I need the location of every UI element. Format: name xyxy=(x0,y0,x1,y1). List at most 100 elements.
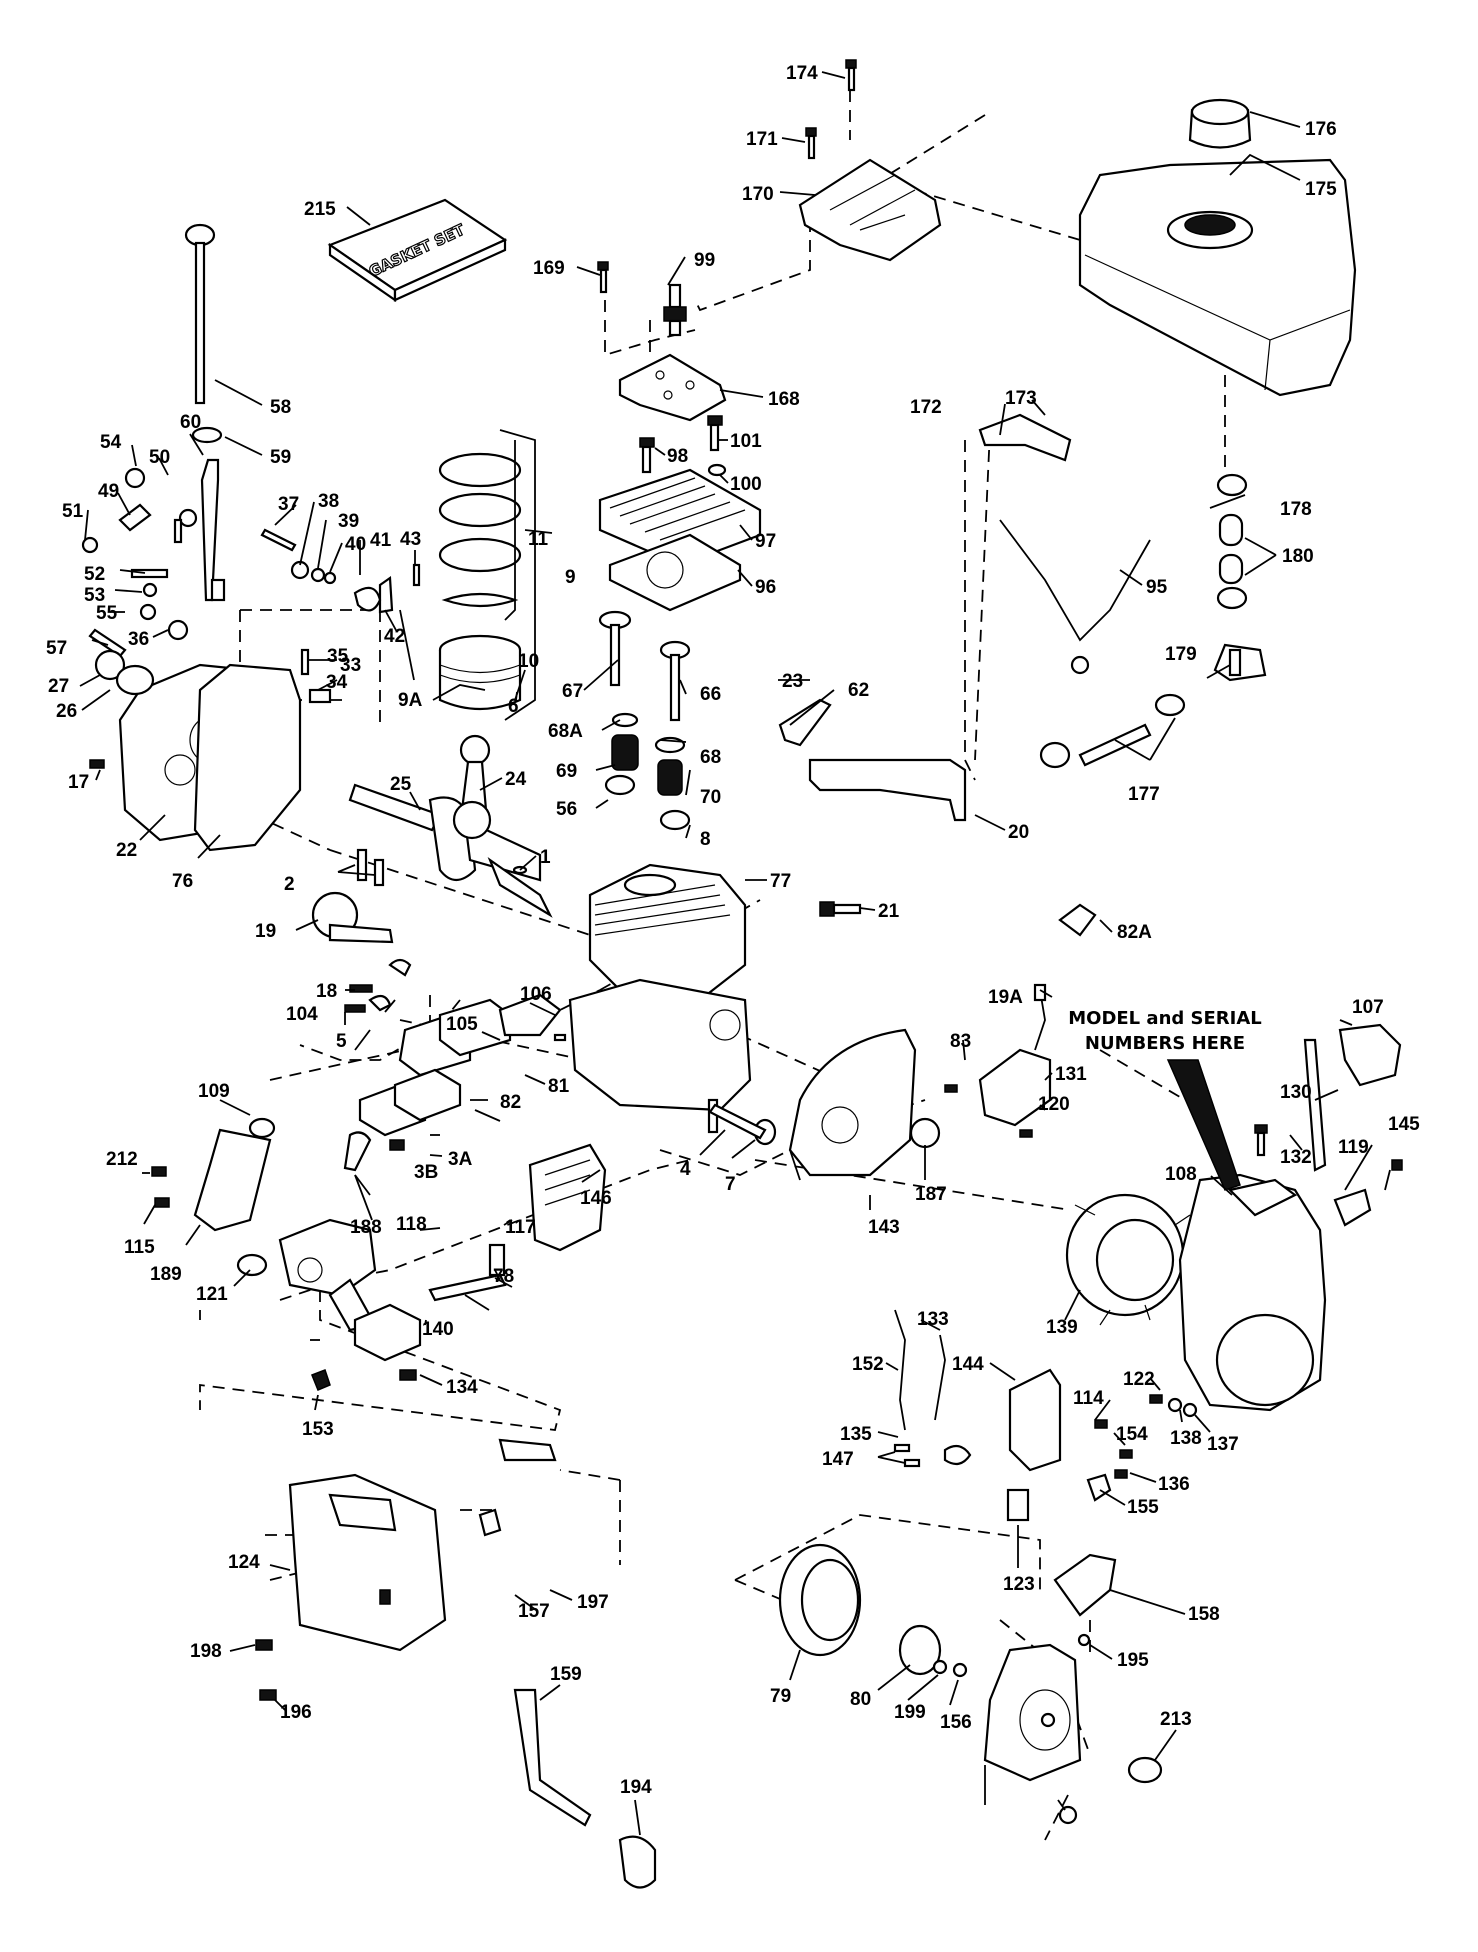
callout: 179 xyxy=(1165,644,1197,665)
flywheel-icon xyxy=(1065,1193,1196,1326)
callout: 26 xyxy=(56,701,77,722)
callout: 139 xyxy=(1046,1317,1078,1338)
callout: 82A xyxy=(1117,922,1152,943)
callout: 21 xyxy=(878,901,900,922)
air-baffle-icon xyxy=(618,353,727,422)
primer-icon xyxy=(1338,1023,1402,1087)
blower-housing-icon xyxy=(1178,1173,1327,1412)
callout: 175 xyxy=(1305,179,1337,200)
bolt-icon xyxy=(151,1131,417,1391)
callout: 67 xyxy=(562,681,583,702)
callout: 153 xyxy=(302,1419,334,1440)
callout: 199 xyxy=(894,1702,926,1723)
callout: 120 xyxy=(1038,1094,1070,1115)
callout: 17 xyxy=(68,772,89,793)
callout: 101 xyxy=(730,431,762,452)
callout: 97 xyxy=(755,531,776,552)
callout: 144 xyxy=(952,1354,984,1375)
callout: 77 xyxy=(770,871,791,892)
callout: 34 xyxy=(326,672,348,693)
fuel-cap-icon xyxy=(1188,98,1252,149)
callout: 99 xyxy=(694,250,715,271)
ignition-coil-icon xyxy=(978,983,1052,1127)
callout: 55 xyxy=(96,603,118,624)
callout: 42 xyxy=(384,626,405,647)
callout: 140 xyxy=(422,1319,454,1340)
callout: 115 xyxy=(124,1237,155,1258)
callout: 135 xyxy=(840,1424,872,1445)
callout: 155 xyxy=(1127,1497,1159,1518)
callout: 70 xyxy=(700,787,721,808)
callout: 121 xyxy=(196,1284,228,1305)
model-serial-note: MODEL and SERIAL NUMBERS HERE xyxy=(1068,1008,1262,1054)
callout: 98 xyxy=(667,446,688,467)
callout: 168 xyxy=(768,389,800,410)
callout: 123 xyxy=(1003,1574,1035,1595)
callout: 4 xyxy=(680,1159,691,1180)
fuel-tank-icon xyxy=(1078,158,1357,397)
callout: 36 xyxy=(128,629,149,650)
callout: 122 xyxy=(1123,1369,1155,1390)
callout: 114 xyxy=(1073,1388,1104,1409)
bolt-icon xyxy=(344,958,412,1013)
cylinder-head-icon xyxy=(598,468,762,567)
callout: 6 xyxy=(508,696,519,717)
callout: 117 xyxy=(505,1217,536,1238)
callout: 79 xyxy=(770,1686,791,1707)
callout: 83 xyxy=(950,1031,971,1052)
callout: 56 xyxy=(556,799,577,820)
callout: 104 xyxy=(286,1004,318,1025)
callout: 154 xyxy=(1116,1424,1148,1445)
bracket-9 xyxy=(499,429,536,721)
callout: 19 xyxy=(255,921,276,942)
bolt-icon xyxy=(639,415,727,477)
callout: 24 xyxy=(505,769,527,790)
callout: 5 xyxy=(336,1031,347,1052)
callout: 80 xyxy=(850,1689,871,1710)
gasket-set-icon xyxy=(358,993,562,1137)
callout: 145 xyxy=(1388,1114,1420,1135)
callout: 49 xyxy=(98,481,119,502)
callout: 156 xyxy=(940,1712,972,1733)
callout: 81 xyxy=(548,1076,570,1097)
heat-shield-icon xyxy=(288,1473,447,1652)
callout: 124 xyxy=(228,1552,260,1573)
callout: 39 xyxy=(338,511,359,532)
callout: 119 xyxy=(1338,1137,1369,1158)
air-baffle-icon xyxy=(978,413,1072,462)
callout: 173 xyxy=(1005,388,1037,409)
callout: 100 xyxy=(730,474,762,495)
callout: 131 xyxy=(1055,1064,1087,1085)
callout: 41 xyxy=(370,530,392,551)
callout: 198 xyxy=(190,1641,222,1662)
callout: 54 xyxy=(100,432,122,453)
callout: 215 xyxy=(304,199,336,220)
callout: 82 xyxy=(500,1092,521,1113)
spark-plug-icon xyxy=(663,283,687,337)
callout: 11 xyxy=(528,529,549,550)
bracket-11 xyxy=(504,440,516,621)
callout: 69 xyxy=(556,761,577,782)
callout: 172 xyxy=(910,397,942,418)
bolt-icon xyxy=(498,1438,557,1462)
callout: 158 xyxy=(1188,1604,1220,1625)
callout: 95 xyxy=(1146,577,1168,598)
starter-cup-icon xyxy=(909,1117,941,1149)
callout: 107 xyxy=(1352,997,1384,1018)
callout: 197 xyxy=(577,1592,609,1613)
recoil-starter-icon xyxy=(983,1643,1082,1782)
callout: 60 xyxy=(180,412,201,433)
callout: 43 xyxy=(400,529,421,550)
callout: 8 xyxy=(700,829,711,850)
bolt-icon xyxy=(1254,1124,1268,1134)
hose-clamp-icon xyxy=(1039,473,1248,769)
callout: 138 xyxy=(1170,1428,1202,1449)
cylinder-head-icon xyxy=(798,158,942,262)
callout: 171 xyxy=(746,129,778,150)
bolt-icon xyxy=(81,467,421,704)
callout: 68 xyxy=(700,747,721,768)
leader-lines xyxy=(79,71,1391,1836)
primer-icon xyxy=(353,1303,422,1362)
callout: 159 xyxy=(550,1664,582,1685)
